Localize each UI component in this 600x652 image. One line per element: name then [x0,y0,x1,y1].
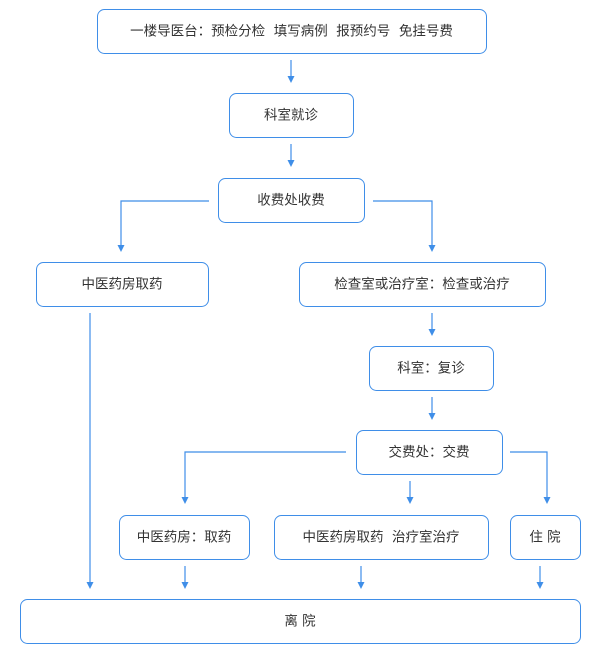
node-label: 中医药房取药 [82,277,163,293]
nodes-layer: 一楼导医台：预检分检 填写病例 报预约号 免挂号费科室就诊收费处收费中医药房取药… [20,9,581,644]
flow-node-n1: 一楼导医台：预检分检 填写病例 报预约号 免挂号费 [97,9,487,54]
edge-n3-n5 [373,200,436,252]
edge-n1-n2 [287,60,295,83]
node-label: 科室就诊 [264,107,318,124]
arrowhead [86,582,94,589]
arrowhead [543,497,551,504]
edge-line [510,451,548,498]
edge-n4-n11 [86,313,94,589]
arrowhead [406,497,414,504]
node-box [274,515,489,560]
flow-node-n11: 离 院 [20,599,581,644]
flow-node-n4: 中医药房取药 [36,262,209,307]
edge-n6-n7 [428,397,436,420]
edge-n2-n3 [287,144,295,167]
flow-node-n8: 中医药房：取药 [119,515,250,560]
arrowhead [357,582,365,589]
node-box [20,599,581,644]
flow-node-n5: 检查室或治疗室：检查或治疗 [299,262,546,307]
node-label: 科室：复诊 [397,360,465,377]
node-label: 住 院 [529,530,561,546]
node-label: 交费处：交费 [389,444,470,461]
node-box [218,178,365,223]
flow-node-n7: 交费处：交费 [356,430,503,475]
node-box [510,515,581,560]
node-box [229,93,354,138]
node-label: 离 院 [284,613,316,630]
arrowhead [287,76,295,83]
arrowhead [428,413,436,420]
edges-layer [86,60,551,589]
node-box [369,346,494,391]
edge-line [120,200,209,246]
node-label: 检查室或治疗室：检查或治疗 [334,276,510,293]
flow-node-n3: 收费处收费 [218,178,365,223]
arrowhead [287,160,295,167]
node-label: 一楼导医台：预检分检 填写病例 报预约号 免挂号费 [130,24,453,40]
edge-n8-n11 [181,566,189,589]
arrowhead [536,582,544,589]
edge-n3-n4 [117,200,209,252]
node-box [36,262,209,307]
node-label: 收费处收费 [257,193,325,209]
flow-node-n10: 住 院 [510,515,581,560]
node-box [299,262,546,307]
node-label: 中医药房取药 治疗室治疗 [302,529,459,546]
flow-node-n6: 科室：复诊 [369,346,494,391]
arrowhead [181,582,189,589]
edge-n7-n9 [406,481,414,504]
node-box [356,430,503,475]
arrowhead [181,497,189,504]
edge-n7-n10 [510,451,551,504]
flow-node-n9: 中医药房取药 治疗室治疗 [274,515,489,560]
edge-line [373,200,433,246]
edge-n9-n11 [357,566,365,589]
edge-n5-n6 [428,313,436,336]
edge-line [184,451,346,498]
node-box [119,515,250,560]
edge-n10-n11 [536,566,544,589]
node-box [97,9,487,54]
node-label: 中医药房：取药 [137,530,232,546]
arrowhead [117,245,125,252]
flow-node-n2: 科室就诊 [229,93,354,138]
edge-n7-n8 [181,451,346,504]
arrowhead [428,329,436,336]
arrowhead [428,245,436,252]
